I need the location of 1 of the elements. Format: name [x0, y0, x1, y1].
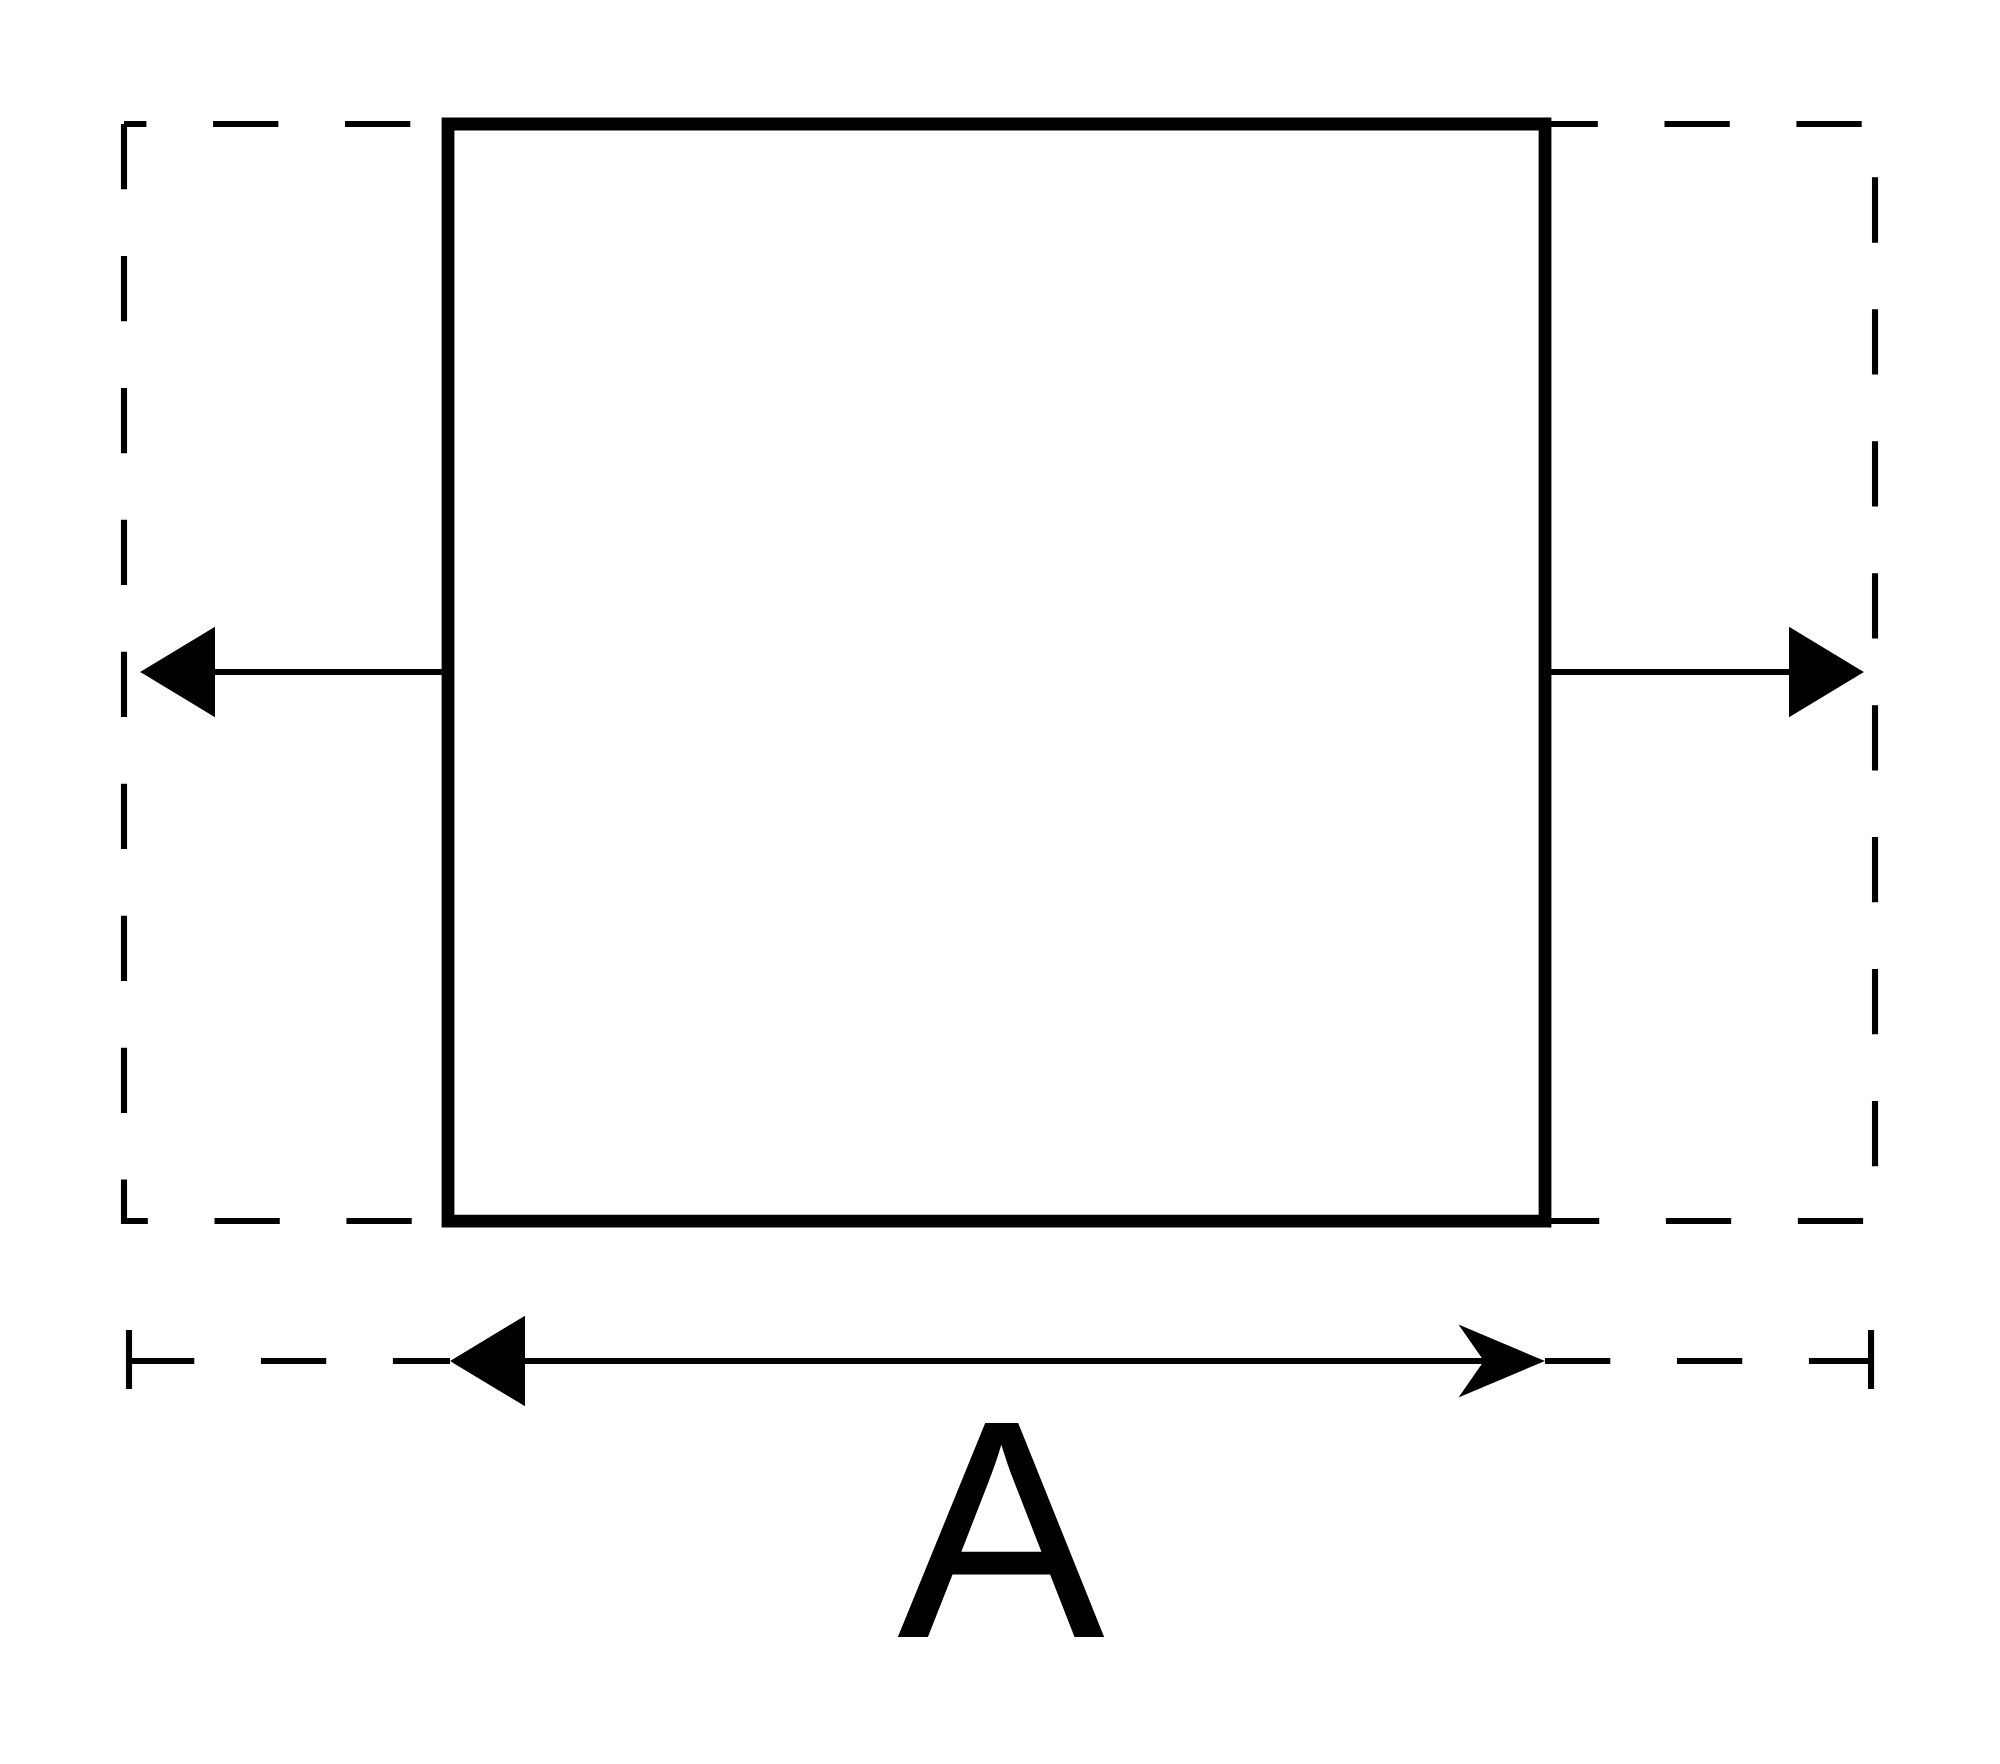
dimension-label: A — [897, 1423, 1105, 1638]
